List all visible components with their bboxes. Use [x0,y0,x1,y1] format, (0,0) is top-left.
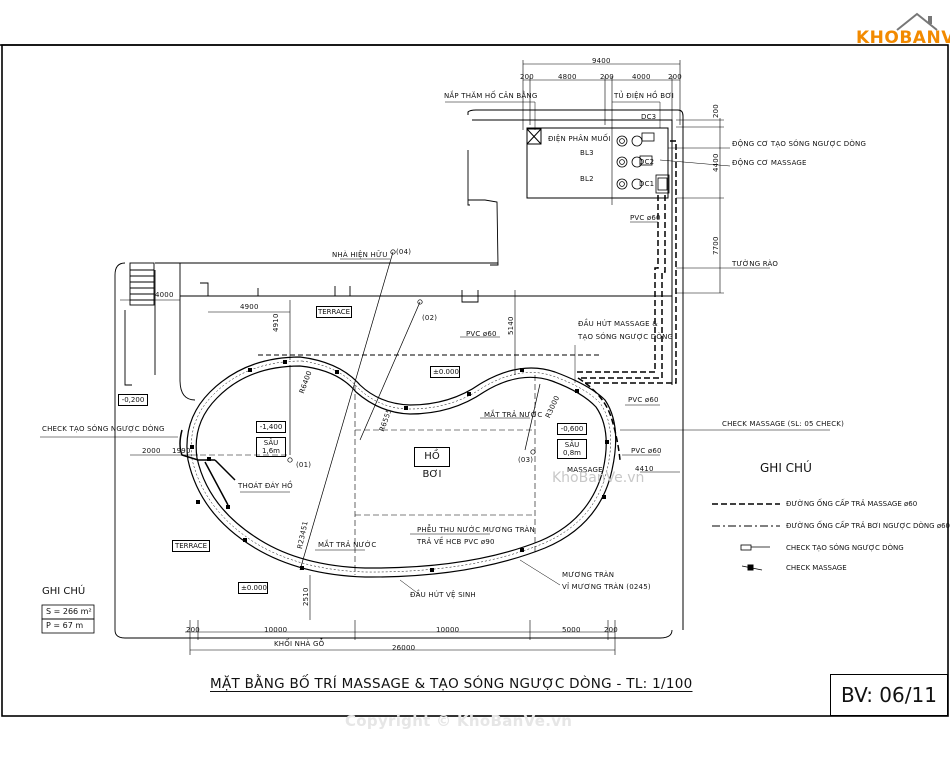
label-dau-hut: ĐẦU HÚT MASSAGE & [578,320,658,328]
label-dong-co-song: ĐỘNG CƠ TẠO SÓNG NGƯỢC DÒNG [732,140,867,148]
label-check-tao-song: CHECK TẠO SÓNG NGƯỢC DÒNG [42,425,165,433]
check-marks [190,360,609,572]
label-dau-hut-ve-sinh: ĐẦU HÚT VỆ SINH [410,591,476,599]
elev-0-bottom: ±0.000 [238,582,268,594]
label-terrace-top: TERRACE [316,306,352,318]
label-nha-hien-huu: NHÀ HIỆN HỮU [332,251,388,259]
watermark-text: KhoBanVe.vn [552,470,645,486]
notes-area: S = 266 m² [46,607,92,616]
elev-0-top: ±0.000 [430,366,460,378]
label-pvc-top: PVC ø60 [630,214,661,222]
label-dc2: DC2 [639,158,655,166]
label-dc3: DC3 [641,113,657,121]
label-dong-co-massage: ĐỘNG CƠ MASSAGE [732,159,807,167]
dimension-lines [120,60,724,655]
dim-bottom-200b: 200 [604,626,618,634]
label-dau-hut-2: TẠO SÓNG NGƯỢC DÒNG [578,333,674,341]
dim-bottom-total: 26000 [392,644,416,652]
dim-2000: 2000 [142,447,161,455]
dim-4410: 4410 [635,465,654,473]
dim-left-4000: 4000 [155,291,174,299]
dim-right-4400: 4400 [712,153,720,172]
dim-right-200: 200 [712,104,720,118]
label-terrace-bottom: TERRACE [172,540,210,552]
equipment-room [467,109,684,630]
dim-top-a: 4800 [558,73,577,81]
label-dien-phan: ĐIỆN PHÂN MUỐI [548,135,611,143]
existing-house [114,150,673,639]
legend-item-counter-current-pipe: ĐƯỜNG ỐNG CẤP TRẢ BƠI NGƯỢC DÒNG ø60 [786,522,950,530]
notes-perimeter: P = 67 m [46,621,84,630]
legend-symbols [712,503,780,571]
legend-item-check-massage: CHECK MASSAGE [786,564,847,572]
dim-bottom-200a: 200 [186,626,200,634]
label-p02: (02) [422,314,438,322]
label-pvc-right-1: PVC ø60 [628,396,659,404]
label-massage: MASSAGE [567,466,603,474]
dim-top-end-b: 200 [600,73,614,81]
legend-heading: GHI CHÚ [760,461,812,475]
elev-m0600: -0,600 [557,423,587,435]
pool-outline [186,356,617,578]
label-sau-16: SÂU 1,6m [256,437,286,457]
label-tu-dien: TỦ ĐIỆN HỒ BƠI [614,92,675,100]
dim-top-end-c: 200 [668,73,682,81]
notes-heading-left: GHI CHÚ [42,586,86,597]
legend-item-massage-pipe: ĐƯỜNG ỐNG CẤP TRẢ MASSAGE ø60 [786,500,918,508]
drawing-title: MẶT BẰNG BỐ TRÍ MASSAGE & TẠO SÓNG NGƯỢC… [210,676,693,692]
radius-lines [287,249,541,571]
sheet-number: BV: 06/11 [830,674,948,716]
label-khoi-nha-go: KHỐI NHÀ GỖ [274,640,325,648]
dim-bottom-10000b: 10000 [436,626,460,634]
copyright-text: Copyright © KhoBanVe.vn [345,712,573,730]
elev-m0200: -0,200 [118,394,148,406]
dim-5140: 5140 [507,316,515,335]
pumps [616,132,670,194]
label-check-massage: CHECK MASSAGE (SL: 05 CHECK) [722,420,845,428]
label-phieu-thu-2: TRẢ VỀ HCB PVC ø90 [417,538,495,546]
logo-roof-icon [896,12,938,31]
dim-top-b: 4000 [632,73,651,81]
dim-right-7700: 7700 [712,236,720,255]
label-sau-08: SÂU 0,8m [557,439,587,459]
notes-box-left [41,604,95,634]
label-p01: (01) [296,461,312,469]
label-phieu-thu: PHỄU THU NƯỚC MƯƠNG TRÀN [417,526,535,534]
label-bl2: BL2 [580,175,594,183]
dim-1990: 1990 [172,447,191,455]
dim-4910: 4910 [272,313,280,332]
elev-m1400: -1,400 [256,421,286,433]
label-pvc-right-2: PVC ø60 [631,447,662,455]
label-thoat-day-ho: THOÁT ĐÁY HỒ [238,482,293,490]
dim-top-total: 9400 [592,57,611,65]
label-mat-tra-nuoc-1: MẮT TRẢ NƯỚC [484,411,543,419]
dim-top-end-a: 200 [520,73,534,81]
dim-4900: 4900 [240,303,259,311]
pipelines [179,140,677,506]
label-nap-tham: NẮP THĂM HỐ CÂN BẰNG [444,92,538,100]
dim-bottom-5000: 5000 [562,626,581,634]
site-logo: KHOBANVE [856,28,950,48]
label-pvc-mid: PVC ø60 [466,330,497,338]
leader-lines [40,101,830,596]
legend-item-check-wave: CHECK TẠO SÓNG NGƯỢC DÒNG [786,544,904,552]
label-p04: (04) [396,248,412,256]
label-vi-muong-tran: VỈ MƯƠNG TRÀN (0245) [562,583,651,591]
label-ho-boi: HỒ BƠI [414,447,450,480]
label-tuong-rao: TƯỜNG RÀO [732,260,779,268]
label-dc1: DC1 [639,180,655,188]
label-bl3: BL3 [580,149,594,157]
label-mat-tra-nuoc-2: MẮT TRẢ NƯỚC [318,541,377,549]
dim-bottom-10000a: 10000 [264,626,288,634]
label-p03: (03) [518,456,534,464]
dim-2510: 2510 [302,587,310,606]
label-muong-tran: MƯƠNG TRÀN [562,571,615,579]
